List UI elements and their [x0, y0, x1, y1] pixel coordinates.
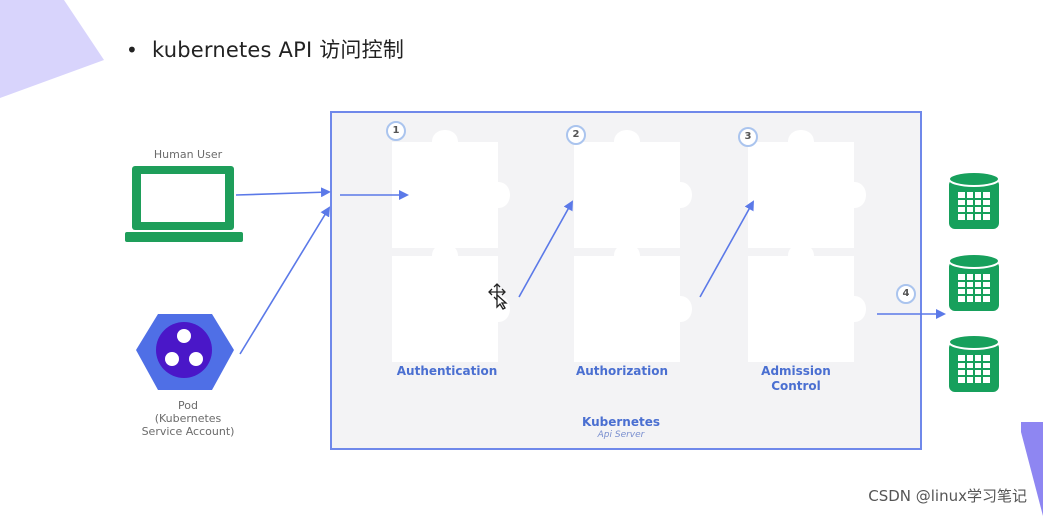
authorization-label: Authorization: [575, 364, 669, 378]
step-3-badge: 3: [738, 127, 758, 147]
authentication-label: Authentication: [396, 364, 498, 378]
api-server-subtitle: Api Server: [597, 430, 645, 440]
puzzle-piece-icon: [748, 244, 866, 362]
puzzle-piece-icon: [574, 244, 692, 362]
watermark: CSDN @linux学习笔记: [868, 487, 1027, 505]
arrow-to-authorization: [518, 200, 573, 298]
pod-label-line-3: Service Account): [141, 425, 235, 438]
api-server-title: Kubernetes: [582, 415, 660, 429]
move-cursor-icon: [488, 283, 508, 310]
human-user-label: Human User: [153, 148, 223, 161]
database-icon: [948, 334, 1000, 392]
corner-decoration-bottom-right: [1021, 422, 1043, 516]
pod-label: Pod (Kubernetes Service Account): [126, 399, 250, 438]
puzzle-piece-icon: [748, 130, 866, 248]
puzzle-piece-icon: [392, 244, 510, 362]
arrow-user-to-server: [235, 187, 331, 198]
puzzle-piece-icon: [392, 130, 510, 248]
arrow-to-admission-control: [699, 200, 754, 298]
database-icon: [948, 171, 1000, 229]
page-heading: • kubernetes API 访问控制: [126, 34, 404, 64]
heading-text: kubernetes API 访问控制: [152, 38, 405, 62]
step-4-badge: 4: [896, 284, 916, 304]
pod-label-line-2: (Kubernetes: [154, 412, 222, 425]
arrow-pod-to-server: [239, 206, 331, 355]
admission-control-label-line-1: Admission: [761, 364, 831, 378]
database-icon: [948, 253, 1000, 311]
pod-label-line-1: Pod: [178, 399, 198, 412]
laptop-icon: [125, 166, 243, 242]
bullet-point: •: [126, 38, 138, 62]
admission-control-label: Admission Control: [746, 364, 846, 394]
pod-icon: [136, 314, 234, 390]
puzzle-piece-icon: [574, 130, 692, 248]
corner-decoration-top-left: [0, 0, 104, 98]
step-1-badge: 1: [386, 121, 406, 141]
step-2-badge: 2: [566, 125, 586, 145]
admission-control-label-line-2: Control: [771, 379, 821, 393]
